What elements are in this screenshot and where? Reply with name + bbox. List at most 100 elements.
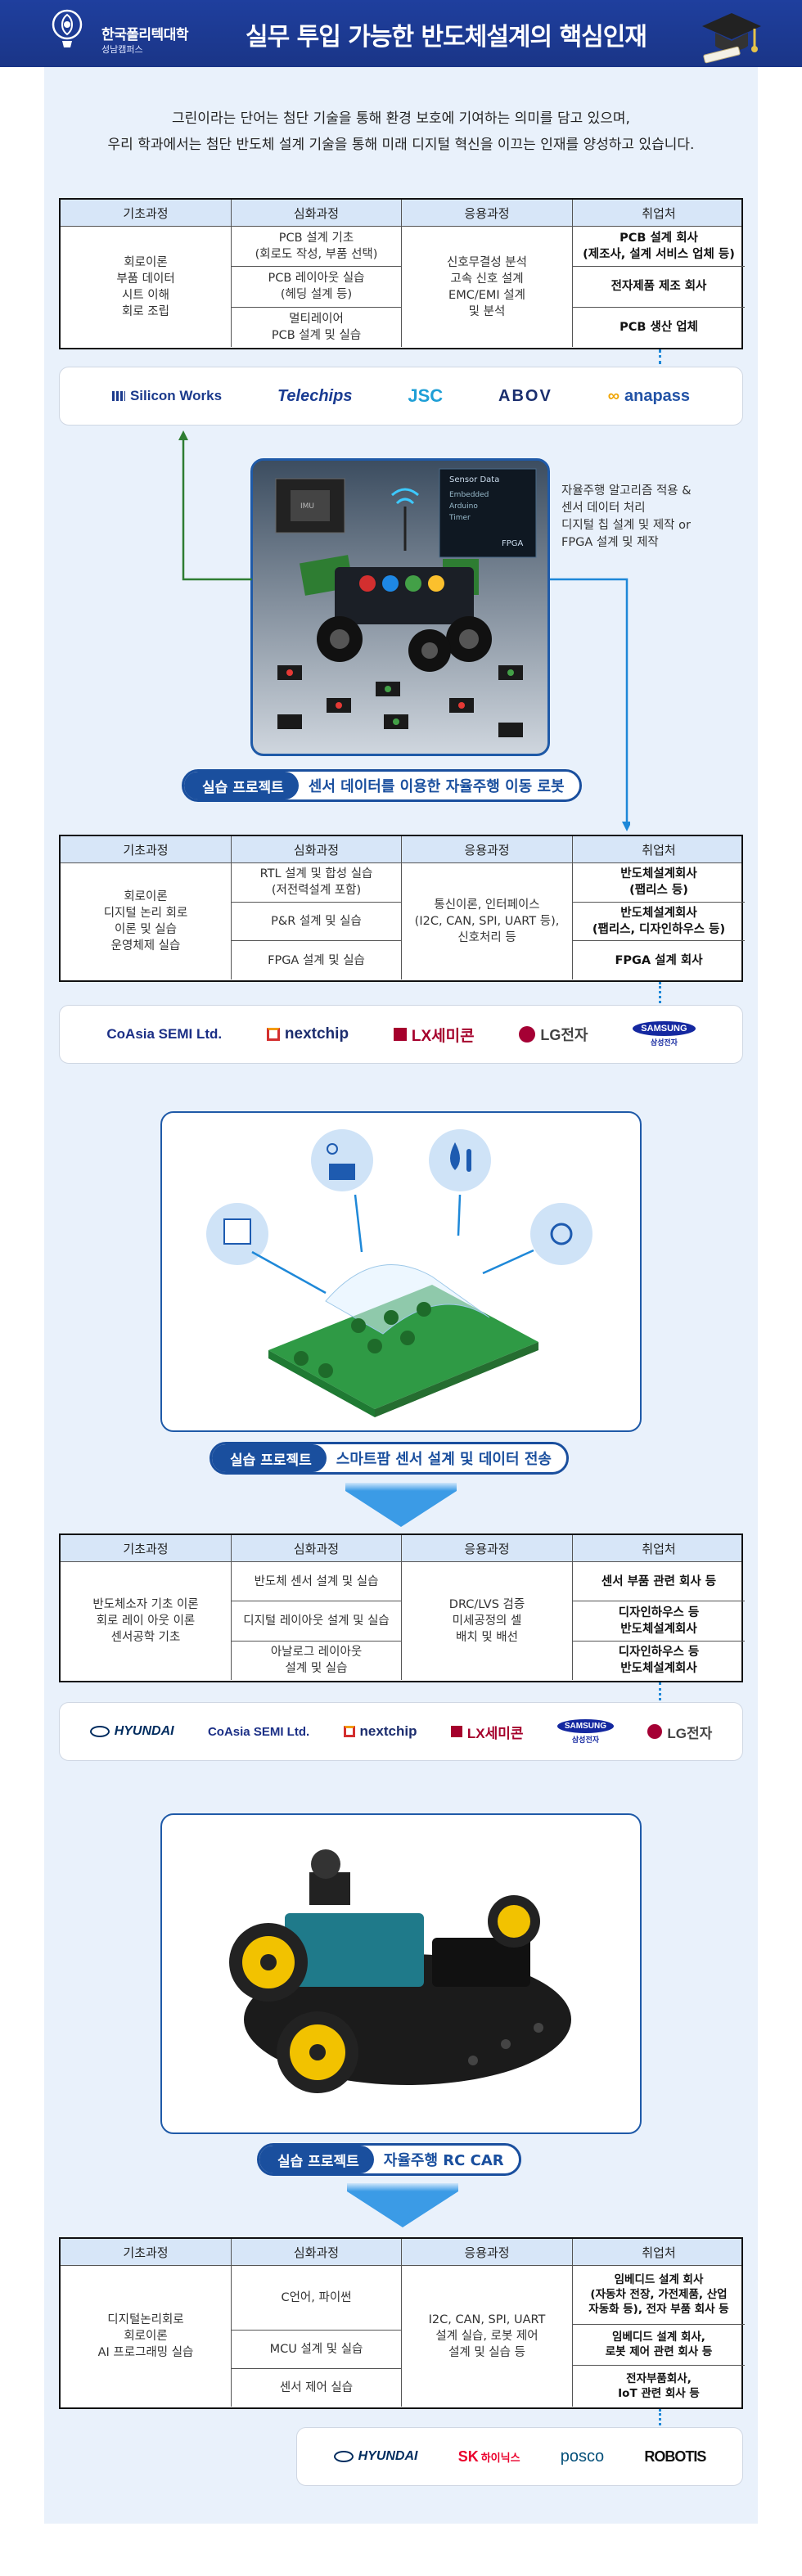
university-name: 한국폴리텍대학 (101, 27, 188, 43)
advanced-item: RTL 설계 및 합성 실습 (저전력설계 포함) (232, 863, 401, 903)
lx-mark-icon (393, 1028, 407, 1041)
advanced-item: FPGA 설계 및 실습 (268, 953, 365, 967)
company-logo-abov: ABOV (498, 386, 552, 405)
table-body-row: 회로이론 부품 데이터 시트 이해 회로 조립 PCB 설계 기초 (회로도 작… (61, 227, 745, 347)
screen-label: Timer (448, 514, 471, 522)
screen-fpga-label: FPGA (502, 539, 524, 548)
curriculum-table-embedded: 기초과정 심화과정 응용과정 취업처 디지털논리회로 회로이론 AI 프로그래밍… (59, 2237, 745, 2409)
basic-item: 디지털 논리 회로 (103, 907, 188, 920)
advanced-column: PCB 설계 기초 (회로도 작성, 부품 선택) PCB 레이아웃 실습 (헤… (232, 227, 402, 347)
jobs-column: 임베디드 설계 회사 (자동차 전장, 가전제품, 산업 자동화 등), 전자 … (573, 2266, 745, 2407)
project-tag: 실습 프로젝트 (184, 772, 299, 799)
job-item: 디자인하우스 등 반도체설계회사 (573, 1601, 745, 1642)
header-jobs: 취업처 (642, 2245, 676, 2260)
company-logo-sk-hynix: SK 하이닉스 (457, 2448, 520, 2465)
basic-item: 회로이론 (124, 255, 168, 269)
basic-item: 시트 이해 (122, 288, 169, 302)
project-image-smartfarm (160, 1111, 642, 1432)
applied-item: I2C, CAN, SPI, UART (428, 2313, 546, 2326)
down-arrow-icon (345, 1491, 457, 1527)
header-basic: 기초과정 (61, 2239, 232, 2265)
applied-item: 미세공정의 셀 (452, 1615, 522, 1628)
company-logo-lx-semicon: LX세미콘 (450, 1722, 524, 1742)
applied-item: 설계 및 실습 등 (448, 2346, 525, 2359)
advanced-column: RTL 설계 및 합성 실습 (저전력설계 포함) P&R 설계 및 실습 FP… (232, 863, 402, 980)
screen-label: Embedded (449, 491, 489, 499)
applied-item: 신호처리 등 (457, 931, 516, 944)
job-item: 디자인하우스 등 반도체설계회사 (618, 1646, 700, 1676)
silicon-works-mark-icon (111, 391, 125, 401)
job-item: 전자제품 제조 회사 (573, 267, 745, 308)
table-body-row: 회로이론 디지털 논리 회로 이론 및 실습 운영체제 실습 RTL 설계 및 … (61, 863, 745, 980)
rccar-illustration (229, 1849, 571, 2093)
nextchip-mark-icon (266, 1028, 280, 1041)
company-logo-lx-semicon: LX세미콘 (393, 1024, 475, 1046)
intro-line-1: 그린이라는 단어는 첨단 기술을 통해 환경 보호에 기여하는 의미를 담고 있… (172, 110, 630, 127)
company-logo-lg: LG전자 (647, 1722, 712, 1742)
header-advanced: 심화과정 (232, 1535, 402, 1561)
company-logo-anapass: ∞anapass (607, 386, 691, 405)
graduation-cap-icon (702, 13, 761, 64)
campus-name: 성남캠퍼스 (101, 44, 143, 55)
company-logo-hyundai: HYUNDAI (89, 1724, 174, 1739)
smartfarm-illustration (206, 1129, 592, 1417)
company-logo-nextchip: nextchip (266, 1025, 349, 1043)
header-applied: 응용과정 (402, 200, 573, 226)
anapass-swirl-icon: ∞ (607, 386, 620, 405)
header-basic: 기초과정 (61, 1535, 232, 1561)
virus-sensor-icon (530, 1203, 592, 1265)
screen-label: Arduino (449, 502, 478, 511)
job-item: 전자부품회사, IoT 관련 회사 등 (618, 2372, 700, 2401)
solar-sensor-icon (311, 1129, 373, 1191)
applied-item: EMC/EMI 설계 (448, 288, 525, 302)
connector-dots (659, 2409, 662, 2425)
header-jobs: 취업처 (642, 205, 676, 221)
project-1-title: 센서 데이터를 이용한 자율주행 이동 로봇 (308, 778, 565, 795)
job-item: 반도체설계회사 (팹리스, 디자인하우스 등) (573, 903, 745, 942)
header-basic: 기초과정 (61, 836, 232, 862)
project-3-title: 자율주행 RC CAR (383, 2152, 504, 2169)
down-arrow-bar (345, 1483, 457, 1491)
project-2-title: 스마트팜 센서 설계 및 데이터 전송 (336, 1451, 552, 1468)
connector-dots (659, 1682, 662, 1700)
basic-item: 디지털논리회로 (107, 2313, 184, 2326)
applied-item: 고속 신호 설계 (450, 272, 524, 286)
advanced-item: 반도체 센서 설계 및 실습 (232, 1562, 401, 1602)
job-item: 반도체설계회사 (팹리스 등) (573, 863, 745, 903)
job-item: 임베디드 설계 회사 (자동차 전장, 가전제품, 산업 자동화 등), 전자 … (573, 2266, 745, 2325)
basic-column: 회로이론 디지털 논리 회로 이론 및 실습 운영체제 실습 (61, 863, 232, 980)
header-applied: 응용과정 (402, 2239, 573, 2265)
imu-chip-label: IMU (300, 502, 314, 511)
project-image-rccar (160, 1813, 642, 2134)
water-temperature-icon (429, 1129, 491, 1191)
header-basic: 기초과정 (61, 200, 232, 226)
applied-column: 통신이론, 인터페이스 (I2C, CAN, SPI, UART 등), 신호처… (402, 863, 573, 980)
job-item: PCB 설계 회사 (제조사, 설계 서비스 업체 등) (573, 227, 745, 268)
header-advanced: 심화과정 (232, 2239, 402, 2265)
applied-item: 신호무결성 분석 (447, 255, 527, 269)
advanced-item: 센서 제어 실습 (279, 2381, 354, 2395)
applied-column: 신호무결성 분석 고속 신호 설계 EMC/EMI 설계 및 분석 (402, 227, 573, 347)
company-logo-coasia: CoAsia SEMI Ltd. (207, 1724, 310, 1739)
project-tag: 실습 프로젝트 (212, 1444, 327, 1472)
advanced-item: 디지털 레이아웃 설계 및 실습 (232, 1601, 401, 1642)
header-applied: 응용과정 (402, 1535, 573, 1561)
table-header-row: 기초과정 심화과정 응용과정 취업처 (61, 200, 741, 227)
job-item: PCB 생산 업체 (620, 320, 698, 334)
connector-dots (659, 349, 662, 364)
applied-item: DRC/LVS 검증 (448, 1598, 525, 1611)
lx-mark-icon (450, 1726, 462, 1737)
company-logo-jsc: JSC (408, 385, 444, 406)
down-arrow-bar (347, 2183, 458, 2191)
curriculum-table-pcb: 기초과정 심화과정 응용과정 취업처 회로이론 부품 데이터 시트 이해 회로 … (59, 198, 745, 349)
project-1-label: 실습 프로젝트 센서 데이터를 이용한 자율주행 이동 로봇 (182, 769, 582, 802)
jobs-column: 센서 부품 관련 회사 등 디자인하우스 등 반도체설계회사 디자인하우스 등 … (573, 1562, 745, 1680)
basic-item: 센서공학 기초 (110, 1631, 181, 1644)
job-item: FPGA 설계 회사 (615, 953, 703, 967)
company-logo-telechips: Telechips (277, 386, 353, 405)
advanced-item: 아날로그 레이아웃 설계 및 실습 (270, 1646, 363, 1676)
flow-connector-lines (178, 430, 630, 831)
basic-item: 회로 조립 (122, 304, 169, 318)
company-logo-silicon-works: Silicon Works (111, 388, 222, 404)
basic-item: 회로이론 (124, 2330, 168, 2343)
